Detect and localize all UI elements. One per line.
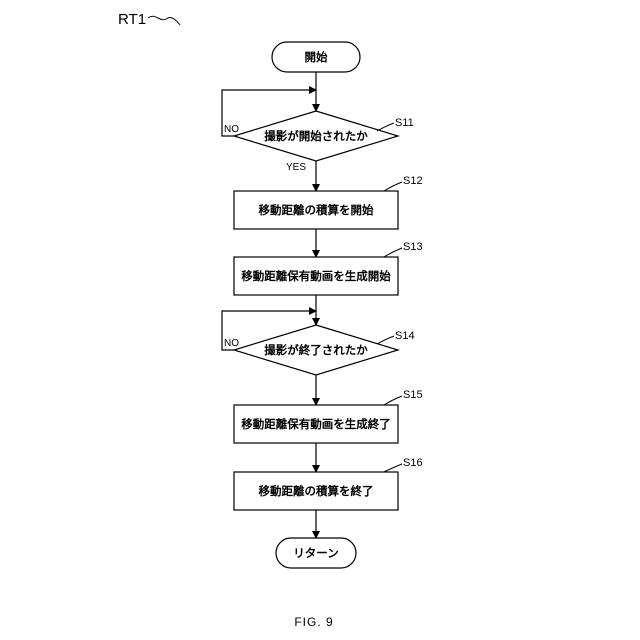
figure-caption: FIG. 9 xyxy=(294,615,333,629)
decision-s11-text: 撮影が開始されたか xyxy=(264,129,368,143)
start-terminal: 開始 xyxy=(272,42,360,72)
tag-leader-s16 xyxy=(384,464,402,472)
end-terminal: リターン xyxy=(276,538,356,568)
tag-leader-s15 xyxy=(384,396,402,405)
step-tag-s14: S14 xyxy=(395,330,415,342)
tag-leader-s12 xyxy=(384,182,402,191)
step-tag-s11: S11 xyxy=(395,117,414,129)
process-s16-text: 移動距離の積算を終了 xyxy=(259,484,374,498)
diagram-title: RT1 xyxy=(118,11,146,28)
process-s12-text: 移動距離の積算を開始 xyxy=(259,203,374,217)
step-tag-s16: S16 xyxy=(403,457,423,469)
tag-leader-s11 xyxy=(377,123,394,131)
step-tag-s13: S13 xyxy=(403,241,423,253)
process-s15: 移動距離保有動画を生成終了 xyxy=(234,405,398,443)
decision-s14: 撮影が終了されたか xyxy=(234,325,398,375)
process-s15-text: 移動距離保有動画を生成終了 xyxy=(241,417,391,431)
process-s13-text: 移動距離保有動画を生成開始 xyxy=(241,269,391,283)
tag-leader-s13 xyxy=(384,248,402,257)
process-s13: 移動距離保有動画を生成開始 xyxy=(234,257,398,295)
no-label-s14: NO xyxy=(224,338,239,349)
no-label-s11: NO xyxy=(224,124,239,135)
step-tag-s15: S15 xyxy=(403,389,423,401)
process-s12: 移動距離の積算を開始 xyxy=(234,191,398,229)
yes-label-s11: YES xyxy=(286,162,306,173)
start-label: 開始 xyxy=(305,50,328,64)
tag-leader-s14 xyxy=(377,336,394,344)
title-leader xyxy=(148,16,180,25)
decision-s14-text: 撮影が終了されたか xyxy=(264,343,368,357)
decision-s11: 撮影が開始されたか xyxy=(234,111,398,161)
step-tag-s12: S12 xyxy=(403,175,423,187)
process-s16: 移動距離の積算を終了 xyxy=(234,472,398,510)
end-label: リターン xyxy=(293,546,338,560)
